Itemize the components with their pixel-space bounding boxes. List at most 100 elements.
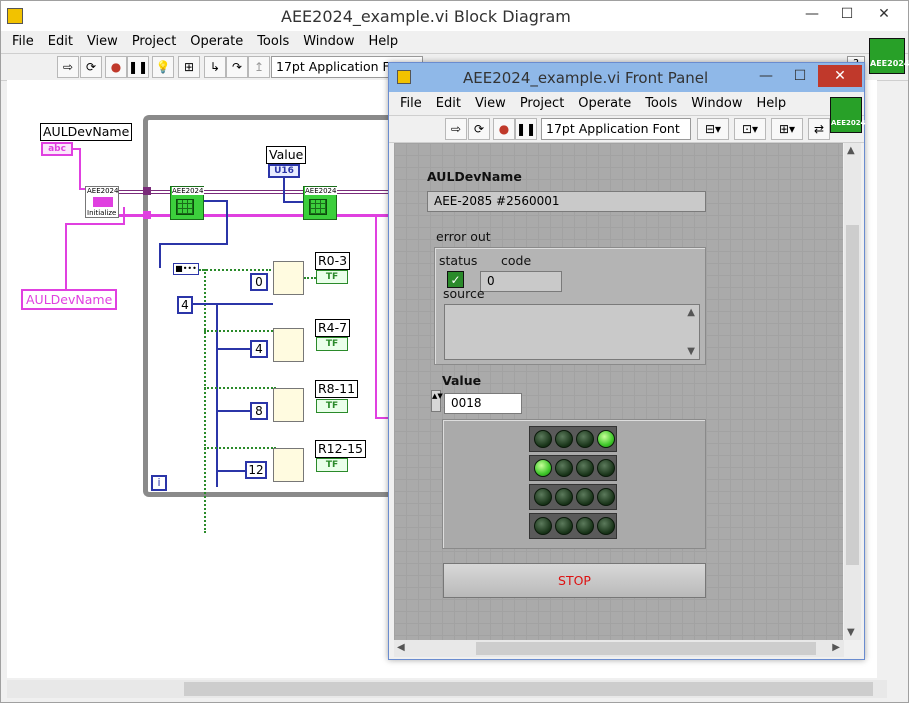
auldevname-indicator[interactable]: AULDevName [21,289,118,310]
while-loop-frame[interactable] [143,115,403,497]
numeric-wire [193,303,273,305]
retain-wire-values-icon[interactable]: ⊞ [178,56,200,78]
fp-scroll-left-icon[interactable]: ◀ [397,642,405,653]
value-numeric-control[interactable]: 0018 [444,393,522,414]
led-1-2 [576,459,594,477]
run-continuously-icon[interactable]: ⟳ [80,56,102,78]
step-out-icon[interactable]: ↥ [248,56,270,78]
fp-close-button[interactable]: ✕ [818,65,862,87]
run-continuously-icon[interactable]: ⟳ [468,118,490,140]
menu-operate[interactable]: Operate [190,34,244,49]
index-constant-0[interactable]: 0 [250,273,268,291]
fp-font-select[interactable]: 17pt Application Font [541,118,691,140]
value-label: Value [266,146,307,164]
fp-menu-window[interactable]: Window [691,96,743,111]
reorder-icon[interactable]: ⇄ [808,118,830,140]
stop-button[interactable]: STOP [443,563,706,598]
fp-menu-edit[interactable]: Edit [435,96,461,111]
code-indicator[interactable]: 0 [480,271,562,292]
fp-maximize-button[interactable]: ☐ [793,68,807,84]
r12-15-indicator[interactable]: TF [316,458,348,472]
menu-tools[interactable]: Tools [257,34,290,49]
menu-project[interactable]: Project [131,34,177,49]
read-subvi[interactable]: AEE2024 [170,186,204,220]
boolean-array-wire [199,269,271,271]
array-subset-1[interactable] [273,328,304,362]
fp-scroll-down-icon[interactable]: ▼ [847,627,855,638]
r4-7-indicator[interactable]: TF [316,337,348,351]
numeric-wire [216,410,250,412]
fp-menu-help[interactable]: Help [756,96,787,111]
loop-iteration-terminal[interactable]: i [151,475,167,491]
close-button[interactable]: ✕ [878,6,890,22]
array-subset-0[interactable] [273,261,304,295]
fp-vertical-scroll-thumb[interactable] [846,225,859,565]
fp-menu-view[interactable]: View [474,96,506,111]
index-constant-8[interactable]: 8 [250,402,268,420]
array-subset-2[interactable] [273,388,304,422]
tunnel [143,187,151,195]
bd-window-title: AEE2024_example.vi Block Diagram [281,7,571,26]
pause-icon[interactable]: ❚❚ [515,118,537,140]
fp-minimize-button[interactable]: — [759,68,773,84]
abort-icon[interactable]: ● [493,118,515,140]
number-to-boolean-array[interactable]: ■••• [173,263,199,275]
source-scroll-up-icon[interactable]: ▲ [687,307,695,318]
index-constant-12[interactable]: 12 [245,461,267,479]
error-out-cluster: status code ✓ 0 source ▲ ▼ [434,247,706,365]
fp-horizontal-scroll-thumb[interactable] [476,642,816,655]
string-constant[interactable]: abc [41,142,73,156]
boolean-array-wire [204,387,276,389]
write-subvi[interactable]: AEE2024 [303,186,337,220]
run-arrow-icon[interactable]: ⇨ [57,56,79,78]
size-constant[interactable]: 4 [177,296,193,314]
font-select[interactable]: 17pt Application Font [271,56,423,78]
index-constant-4[interactable]: 4 [250,340,268,358]
source-scroll-down-icon[interactable]: ▼ [687,346,695,357]
fp-scroll-up-icon[interactable]: ▲ [847,145,855,156]
highlight-execution-icon[interactable]: 💡 [152,56,174,78]
abort-icon[interactable]: ● [105,56,127,78]
bd-horizontal-scrollbar[interactable] [7,680,887,698]
value-increment-decrement[interactable]: ▲▼ [431,390,443,412]
array-subset-3[interactable] [273,448,304,482]
labview-icon [397,70,411,84]
bd-vi-icon: AEE2024 [869,38,909,74]
fp-scroll-right-icon[interactable]: ▶ [832,642,840,653]
align-objects-icon[interactable]: ⊟▾ [697,118,729,140]
menu-file[interactable]: File [12,34,34,49]
string-wire [375,417,389,419]
fp-menu-file[interactable]: File [400,96,422,111]
r0-3-indicator[interactable]: TF [316,270,348,284]
menu-edit[interactable]: Edit [47,34,73,49]
numeric-wire [283,201,303,203]
fp-menu-tools[interactable]: Tools [645,96,678,111]
r8-11-indicator[interactable]: TF [316,399,348,413]
source-text-field[interactable]: ▲ ▼ [444,304,700,360]
auldevname-string-indicator[interactable]: AEE-2085 #2560001 [427,191,706,212]
fp-horizontal-scrollbar[interactable]: ◀ ▶ [394,640,844,657]
led-3-0 [534,517,552,535]
bd-menubar: File Edit View Project Operate Tools Window Hel… [1,31,908,53]
numeric-wire [216,348,250,350]
string-wire [375,214,377,419]
initialize-subvi[interactable]: AEE2024 Initialize [85,186,119,218]
maximize-button[interactable]: ☐ [840,6,854,22]
bd-horizontal-scroll-thumb[interactable] [184,682,873,696]
fp-menu-project[interactable]: Project [519,96,565,111]
minimize-button[interactable]: — [805,6,819,22]
led-0-1 [555,430,573,448]
fp-vertical-scrollbar[interactable]: ▲ ▼ [844,143,861,640]
pause-icon[interactable]: ❚❚ [127,56,149,78]
value-u16-terminal[interactable]: U16 [268,164,300,178]
fp-vi-icon: AEE2024 [830,97,865,133]
run-arrow-icon[interactable]: ⇨ [445,118,467,140]
distribute-objects-icon[interactable]: ⊡▾ [734,118,766,140]
menu-help[interactable]: Help [368,34,399,49]
menu-window[interactable]: Window [303,34,355,49]
fp-menu-operate[interactable]: Operate [578,96,632,111]
menu-view[interactable]: View [86,34,118,49]
step-over-icon[interactable]: ↷ [226,56,248,78]
resize-objects-icon[interactable]: ⊞▾ [771,118,803,140]
step-into-icon[interactable]: ↳ [204,56,226,78]
